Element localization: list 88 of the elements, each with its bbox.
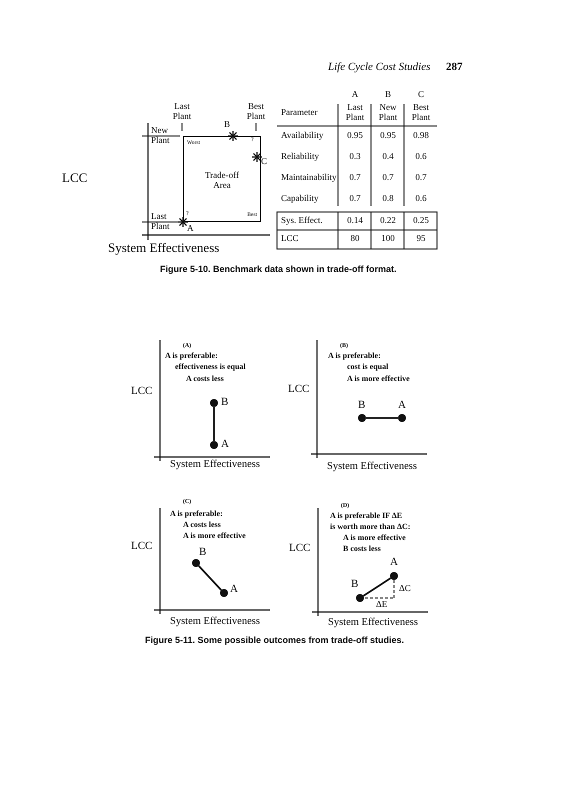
table-value: 0.98 — [412, 131, 430, 141]
column-header: Best Plant — [410, 103, 432, 123]
data-point — [220, 589, 228, 597]
axis-title: LCC — [131, 540, 152, 552]
panel-note: A is more effective — [347, 374, 410, 384]
point-label: A — [230, 583, 238, 596]
table-value: 0.95 — [346, 131, 364, 141]
panel-note: A is more effective — [183, 532, 246, 540]
point-label: A — [390, 556, 398, 568]
data-point — [210, 399, 218, 407]
column-letter: A — [350, 90, 360, 100]
axis-label: Last Plant — [172, 102, 192, 122]
panel-note: A is preferable: — [170, 510, 223, 518]
table-value: 0.95 — [379, 131, 397, 141]
axis-title: System Effectiveness — [108, 241, 220, 256]
data-point — [390, 572, 398, 580]
dimension-label: ΔC — [399, 584, 411, 594]
table-value: 0.7 — [414, 173, 428, 183]
table-value: 0.14 — [346, 216, 364, 226]
table-value: 0.25 — [412, 216, 430, 226]
data-point — [210, 441, 218, 449]
table-value: 0.7 — [348, 173, 362, 183]
panel-note: cost is equal — [347, 362, 388, 372]
row-header: Availability — [281, 131, 324, 141]
axis-title: System Effectiveness — [328, 617, 418, 629]
column-header: Last Plant — [344, 103, 366, 123]
table-value: 0.7 — [348, 194, 362, 204]
panel-note: A is preferable: — [328, 352, 381, 360]
panel-note: A is preferable: — [165, 352, 218, 360]
table-value: 95 — [416, 234, 426, 244]
axis-title: LCC — [289, 542, 310, 554]
table-value: 0.4 — [381, 152, 395, 162]
data-point — [192, 559, 200, 567]
point-label: A — [221, 438, 229, 450]
panel-note: is worth more than ΔC: — [330, 522, 410, 532]
trade-off-area-box — [183, 136, 261, 222]
table-value: 0.8 — [381, 194, 395, 204]
axis-title: LCC — [62, 171, 88, 186]
panel-note: A is preferable IF ΔE — [330, 512, 402, 520]
table-value: 100 — [380, 234, 396, 244]
axis-title: System Effectiveness — [327, 461, 417, 473]
running-header: Life Cycle Cost Studies — [328, 61, 430, 74]
axis-title: LCC — [288, 383, 310, 396]
table-value: 80 — [350, 234, 360, 244]
column-letter: C — [416, 90, 425, 100]
table-value: 0.6 — [414, 194, 428, 204]
connector-line — [213, 407, 215, 441]
data-point — [356, 594, 364, 602]
data-point — [358, 414, 366, 422]
dimension-label: ΔE — [376, 600, 388, 610]
page-number: 287 — [446, 61, 462, 74]
axis-label: New Plant — [151, 126, 171, 146]
point-label: B — [199, 546, 206, 558]
panel-note: A is more effective — [343, 534, 406, 542]
row-header: Reliability — [281, 152, 319, 162]
row-header: LCC — [281, 234, 299, 244]
point-label: A — [187, 224, 194, 234]
point-label: B — [224, 120, 230, 130]
row-header: Capability — [281, 194, 318, 204]
panel-note: A costs less — [183, 520, 221, 530]
point-label: B — [351, 578, 358, 590]
figure-caption: Figure 5-10. Benchmark data shown in trade-off format. — [160, 265, 397, 275]
axis-title: System Effectiveness — [170, 459, 260, 471]
axis-title: LCC — [131, 385, 152, 398]
axis-label: Best Plant — [246, 102, 266, 122]
connector-line — [198, 565, 222, 591]
axis-title: System Effectiveness — [170, 616, 260, 628]
point-label: B — [221, 396, 228, 408]
column-letter: B — [384, 90, 392, 100]
connector-line — [366, 417, 398, 419]
connector-line — [362, 577, 392, 597]
panel-note: A costs less — [186, 374, 224, 384]
row-header: Maintainability — [281, 173, 336, 183]
area-label: Trade-off Area — [204, 171, 240, 191]
table-value: 0.6 — [414, 152, 428, 162]
point-label: A — [398, 399, 406, 412]
column-header: New Plant — [378, 103, 398, 123]
panel-note: B costs less — [343, 544, 381, 554]
table-value: 0.3 — [348, 152, 362, 162]
column-header: Parameter — [281, 108, 318, 118]
point-label: C — [261, 157, 268, 167]
figure-caption: Figure 5-11. Some possible outcomes from trade-off studies. — [145, 636, 404, 646]
table-value: 0.22 — [379, 216, 397, 226]
point-label: B — [358, 399, 366, 412]
axis-label: Last Plant — [151, 212, 171, 232]
data-point — [398, 414, 406, 422]
row-header: Sys. Effect. — [281, 216, 323, 226]
table-value: 0.7 — [381, 173, 395, 183]
